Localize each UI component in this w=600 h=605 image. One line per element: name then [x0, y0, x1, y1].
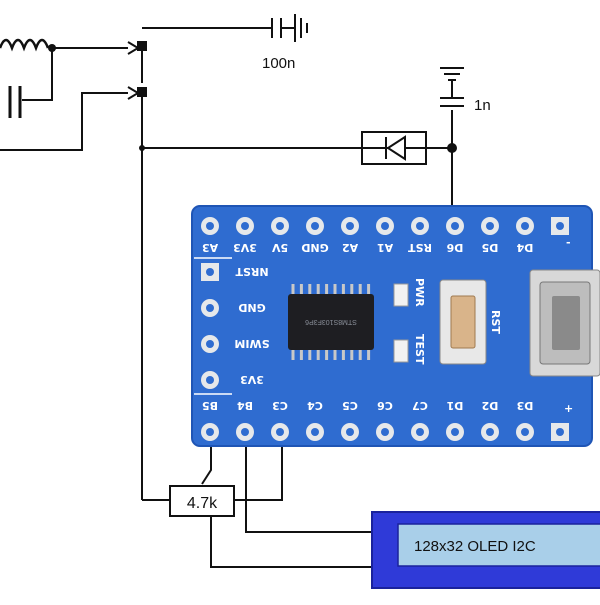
chip-body [288, 294, 374, 350]
terminal-top [137, 41, 147, 51]
wire-coil-link [22, 48, 53, 101]
bottom-pin-label: C7 [412, 399, 428, 412]
top-pin-label: A1 [377, 241, 393, 254]
top-pin-label: A2 [342, 241, 358, 254]
diode-icon [361, 131, 427, 165]
bottom-pin-row [201, 423, 569, 441]
reset-label: RST [489, 310, 502, 334]
bottom-pin-labels: B5 B4 C3 C4 C5 C6 C7 D1 D2 D3 [202, 399, 533, 412]
pwr-label: PWR [413, 278, 426, 307]
test-led [393, 339, 409, 363]
wire-b5-display [210, 516, 372, 568]
top-pin-label: 5V [271, 241, 288, 254]
arrow-head-top-icon [127, 41, 140, 55]
capacitor-1n-label: 1n [474, 97, 491, 114]
pwr-led [393, 283, 409, 307]
mcu-chip: STM8S103F3P6 [288, 284, 374, 360]
top-pin-label: 3V3 [233, 241, 257, 254]
bottom-pin-label: C4 [307, 399, 323, 412]
reset-button[interactable] [439, 279, 487, 365]
wire-c3 [246, 432, 283, 501]
top-pin-label: D4 [516, 241, 533, 254]
bottom-pin-label: B5 [202, 399, 218, 412]
bottom-pin-label: D3 [517, 399, 534, 412]
junction-dot [139, 145, 145, 151]
top-pin-label: A3 [202, 241, 218, 254]
bottom-pin-label: D1 [447, 399, 464, 412]
arrow-head-bottom-icon [127, 86, 140, 100]
side-pin-column [194, 257, 232, 395]
resistor-4k7: 4.7k [169, 485, 235, 517]
left-capacitor-icon [8, 86, 22, 118]
usb-connector [529, 269, 600, 377]
wire-lower-loop [0, 124, 83, 151]
wire-b4-display [245, 500, 372, 533]
arrow-bottom [81, 92, 128, 124]
inductor-icon [0, 38, 50, 52]
resistor-label: 4.7k [187, 495, 218, 512]
side-pin-label: SWIM [234, 337, 269, 350]
side-pin-label: NRST [235, 265, 269, 278]
bottom-pin-label: C3 [272, 399, 288, 412]
top-pin-label: D6 [446, 241, 463, 254]
wires [0, 27, 453, 568]
top-pin-row [201, 217, 569, 235]
capacitor-100n-icon [271, 14, 308, 42]
top-pin-label: GND [301, 241, 328, 254]
bottom-pin-label: C6 [377, 399, 393, 412]
board-pcb [192, 206, 592, 446]
chip-marking: STM8S103F3P6 [305, 318, 357, 325]
top-pin-labels: A3 3V3 5V GND A2 A1 RST D6 D5 D4 [202, 241, 533, 254]
test-label: TEST [413, 334, 426, 365]
side-pin-label: 3V3 [240, 373, 264, 386]
side-pin-labels: NRST GND SWIM 3V3 [234, 265, 269, 386]
bottom-pin-label: B4 [237, 399, 253, 412]
capacitor-1n-icon [440, 67, 464, 107]
top-pin-label: RST [408, 241, 432, 254]
terminal-bottom [137, 87, 147, 97]
bottom-pin-label: D2 [482, 399, 499, 412]
minus-mark: - [566, 236, 571, 249]
display-label: 128x32 OLED I2C [414, 538, 536, 555]
bottom-pin-label: C5 [342, 399, 358, 412]
junction-dot [447, 143, 457, 153]
junction-dot [48, 44, 56, 52]
side-pin-label: GND [238, 301, 265, 314]
top-pin-label: D5 [482, 241, 499, 254]
oled-display: 128x32 OLED I2C [371, 511, 600, 589]
plus-mark: + [564, 402, 573, 415]
capacitor-100n-label: 100n [262, 55, 295, 72]
